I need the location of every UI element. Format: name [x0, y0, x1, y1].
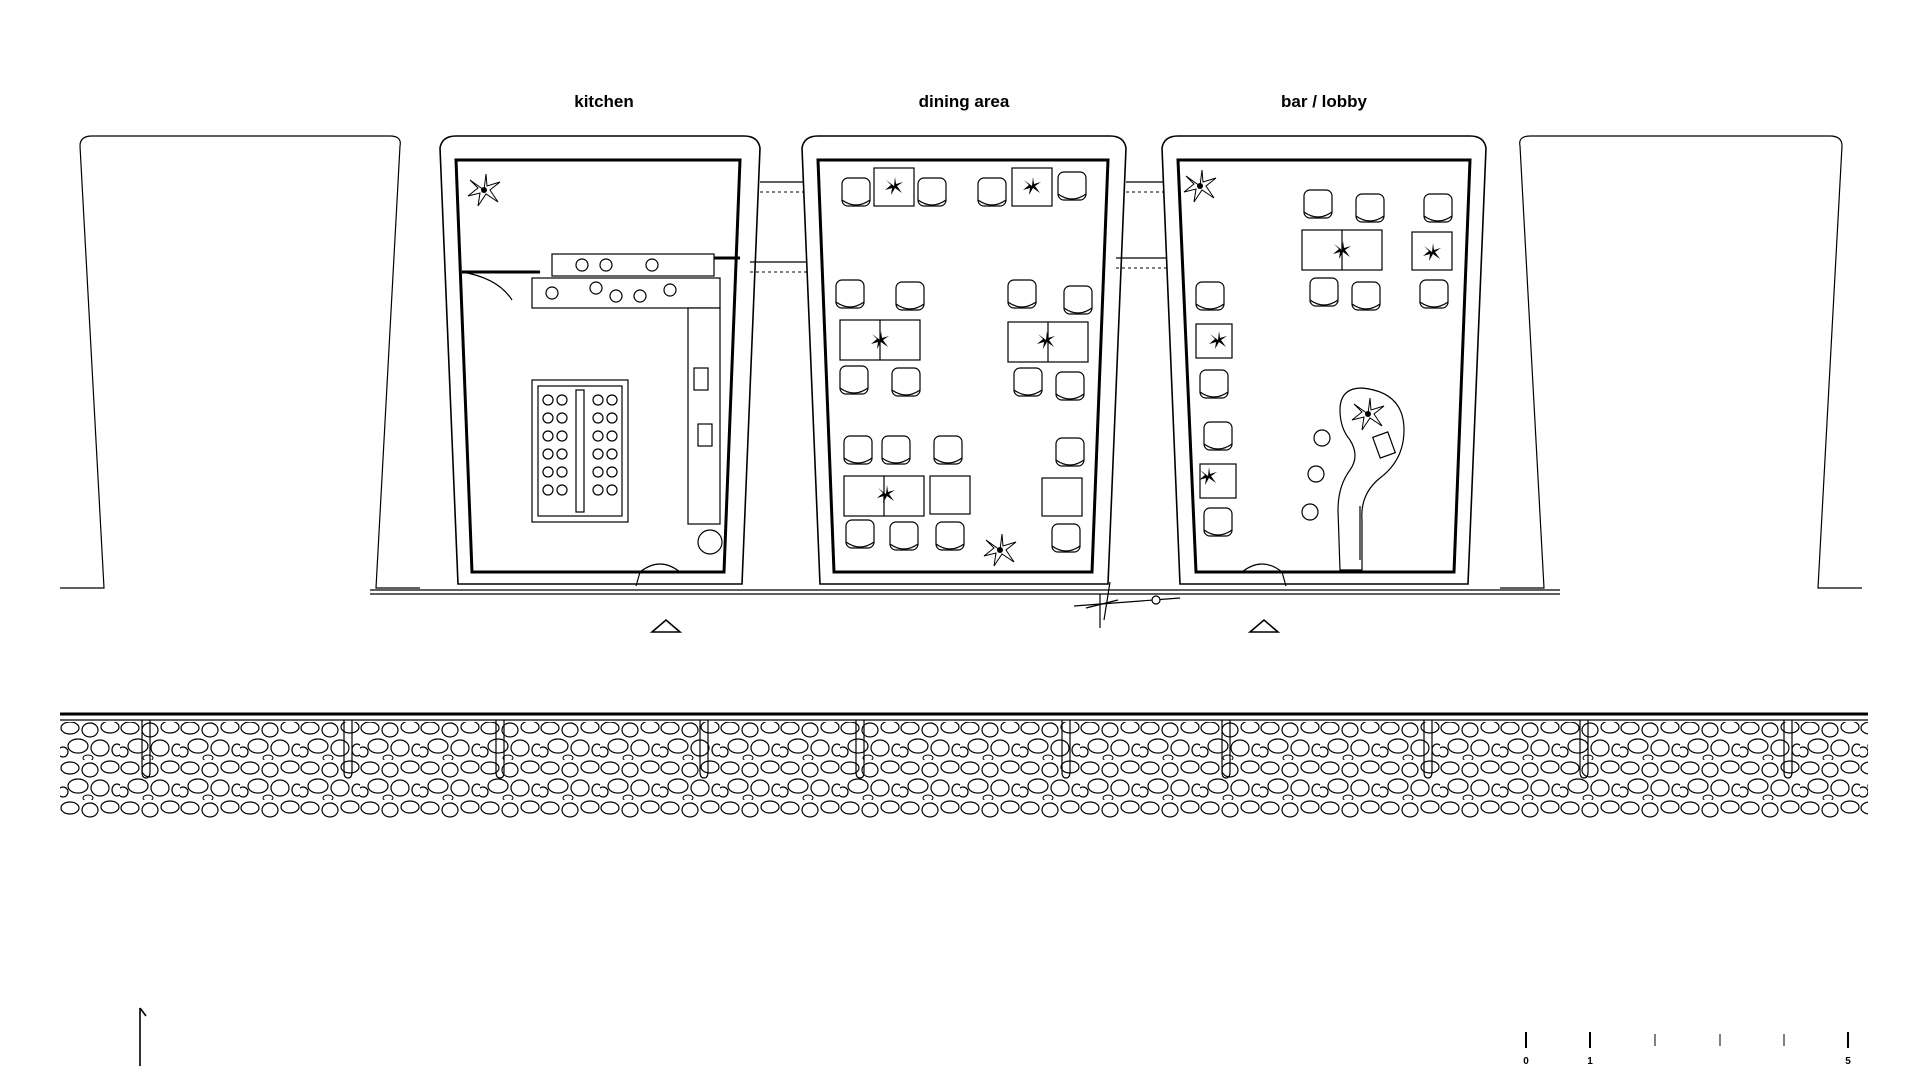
corridor-1	[750, 181, 810, 273]
cobblestone-strip	[60, 712, 1868, 818]
bicycle-icon	[1073, 581, 1181, 628]
triangle-icon	[649, 618, 683, 633]
scale-bar: 0 1 5	[1523, 1032, 1851, 1067]
sidewalk-line	[370, 589, 1560, 595]
label-dining-area: dining area	[919, 92, 1010, 111]
outline-left	[60, 135, 420, 589]
scale-label-5: 5	[1845, 1056, 1851, 1067]
room-kitchen	[439, 135, 761, 587]
scale-label-0: 0	[1523, 1056, 1529, 1067]
outline-right	[1500, 135, 1862, 589]
triangle-icon	[1247, 618, 1281, 633]
room-bar-lobby	[1161, 135, 1487, 587]
label-bar-lobby: bar / lobby	[1281, 92, 1368, 111]
room-dining-area	[801, 135, 1127, 585]
north-arrow-icon	[139, 1007, 147, 1066]
corridor-2	[1116, 181, 1170, 269]
label-kitchen: kitchen	[574, 92, 634, 111]
scale-label-1: 1	[1587, 1056, 1593, 1067]
